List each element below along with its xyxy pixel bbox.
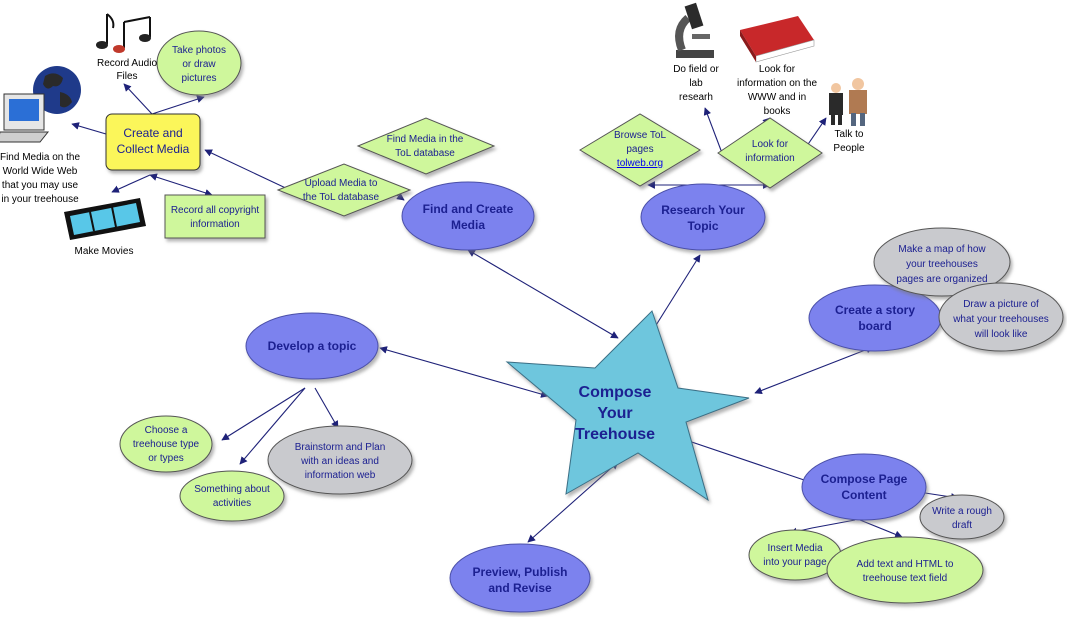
create-collect-media-node[interactable]	[105, 113, 201, 171]
edge-develop-something	[239, 387, 306, 465]
make-map-node[interactable]	[873, 227, 1011, 297]
edge-createcollect-copyright	[149, 173, 213, 197]
upload-media-node[interactable]	[276, 163, 412, 217]
edge-develop-brainstorm	[314, 387, 339, 429]
develop-topic-node[interactable]	[245, 312, 379, 380]
film-strip-icon	[64, 198, 146, 240]
edge-createcollect-audio	[123, 83, 153, 115]
research-topic-node[interactable]	[640, 183, 766, 251]
people-icon	[829, 78, 867, 126]
edge-center-storyboard	[754, 345, 874, 395]
edge-center-develop	[379, 346, 549, 398]
find-create-media-node[interactable]	[401, 181, 535, 251]
center-star-node[interactable]	[505, 310, 750, 502]
write-rough-draft-node[interactable]	[919, 494, 1005, 540]
edge-look-field	[703, 107, 723, 154]
develop-topic-label: Develop a topic	[268, 339, 357, 353]
edge-compose-addtext	[859, 519, 903, 538]
brainstorm-plan-node[interactable]	[267, 425, 413, 495]
music-notes-icon	[96, 13, 151, 53]
edge-center-preview	[527, 461, 619, 543]
edge-createcollect-photos	[151, 95, 205, 115]
edge-createcollect-movies	[111, 174, 151, 193]
microscope-icon	[675, 2, 714, 58]
edge-center-find	[467, 249, 619, 339]
edge-createcollect-web	[71, 122, 107, 135]
preview-publish-node[interactable]	[449, 543, 591, 613]
computer-globe-icon	[0, 66, 81, 143]
something-about-activities-node[interactable]	[179, 470, 285, 522]
edge-develop-choose	[221, 387, 306, 441]
look-for-info-node[interactable]	[717, 117, 823, 189]
draw-picture-node[interactable]	[938, 282, 1064, 352]
book-icon	[740, 16, 815, 63]
record-copyright-node[interactable]	[164, 194, 266, 239]
make-movies-label: Make Movies	[75, 246, 134, 257]
take-photos-node[interactable]	[156, 30, 242, 96]
find-media-tol-node[interactable]	[356, 117, 496, 175]
tolweb-link[interactable]: tolweb.org	[617, 158, 663, 169]
choose-treehouse-type-node[interactable]	[119, 415, 213, 473]
add-text-html-node[interactable]	[826, 536, 984, 604]
compose-page-content-node[interactable]	[801, 453, 927, 521]
browse-tol-node[interactable]	[579, 113, 701, 187]
